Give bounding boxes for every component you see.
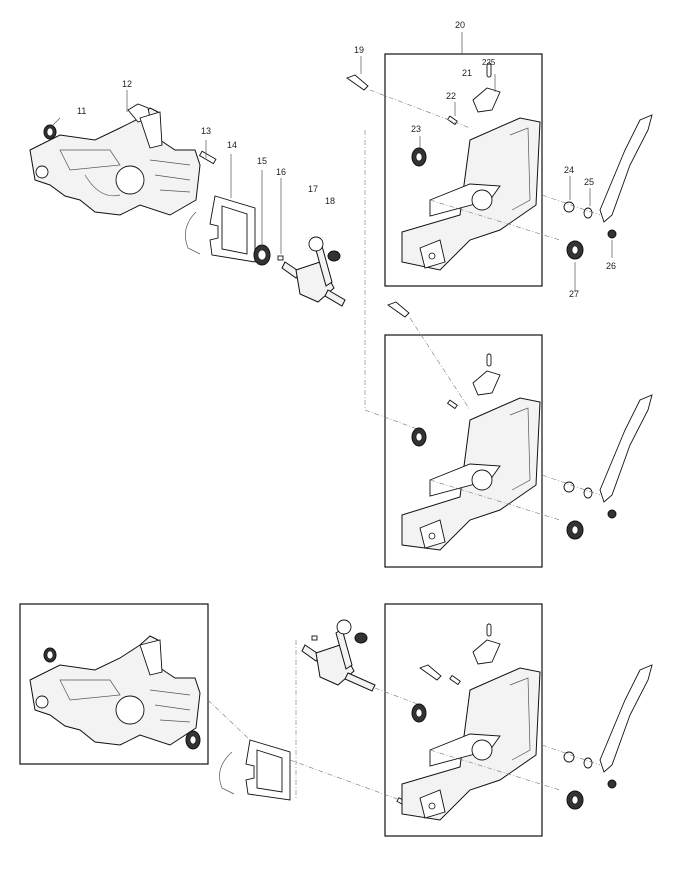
pin-bottom-3: [449, 674, 461, 686]
frame-middle-right: [384, 334, 543, 568]
washer-25: [583, 207, 593, 219]
label-22: 22: [446, 91, 457, 101]
frame-top-right: [384, 53, 543, 287]
crankshaft-bottom: [301, 619, 376, 692]
washer-bottom: [583, 757, 593, 769]
crankcase-top: [29, 103, 201, 216]
label-19: 19: [354, 45, 365, 55]
label-27: 27: [569, 289, 580, 299]
gasket-bottom: [245, 739, 291, 801]
spring-middle: [563, 481, 575, 493]
lever-arm-bottom: [599, 664, 653, 773]
bracket-middle: [401, 397, 541, 551]
lever-bottom: [472, 639, 501, 665]
bolt-19: [346, 74, 369, 91]
pin-13: [198, 150, 217, 165]
label-225: 225: [482, 58, 496, 67]
pin-225: [486, 62, 492, 78]
label-13: 13: [201, 126, 212, 136]
gasket-bottom-arc: [219, 751, 235, 795]
key-16: [277, 255, 284, 261]
nut-26: [607, 229, 617, 239]
lever-arm-middle: [599, 394, 653, 503]
label-20: 20: [455, 20, 466, 30]
label-25: 25: [584, 177, 595, 187]
label-21: 21: [462, 68, 473, 78]
washer-middle: [583, 487, 593, 499]
label-18: 18: [325, 196, 336, 206]
lever-middle: [472, 370, 501, 396]
label-17: 17: [308, 184, 319, 194]
lever-21: [472, 87, 501, 113]
frame-bottom-left: [19, 603, 209, 765]
lever-arm-top: [599, 114, 653, 223]
label-26: 26: [606, 261, 617, 271]
bracket-bottom: [401, 667, 541, 821]
label-15: 15: [257, 156, 268, 166]
frame-bottom-right: [384, 603, 543, 837]
bearing-bottom: [354, 632, 368, 644]
label-14: 14: [227, 140, 238, 150]
key-bottom: [311, 635, 318, 641]
gasket-14: [209, 195, 256, 263]
pin-middle: [486, 353, 492, 367]
label-23: 23: [411, 124, 422, 134]
nut-bottom: [607, 779, 617, 789]
bracket-top: [401, 117, 541, 271]
spring-bottom: [563, 751, 575, 763]
bolt-bottom: [419, 664, 442, 681]
gasket-arc: [185, 211, 201, 255]
label-11: 11: [77, 106, 87, 116]
label-24: 24: [564, 165, 575, 175]
spring-24: [563, 201, 575, 213]
label-16: 16: [276, 167, 287, 177]
pin-bottom-2: [486, 623, 492, 637]
pin-middle-2: [446, 399, 458, 410]
bolt-middle: [387, 301, 410, 318]
crankshaft-17: [281, 236, 346, 307]
label-12: 12: [122, 79, 133, 89]
nut-middle: [607, 509, 617, 519]
crankcase-bottom: [29, 635, 201, 746]
bearing-18: [327, 250, 341, 262]
